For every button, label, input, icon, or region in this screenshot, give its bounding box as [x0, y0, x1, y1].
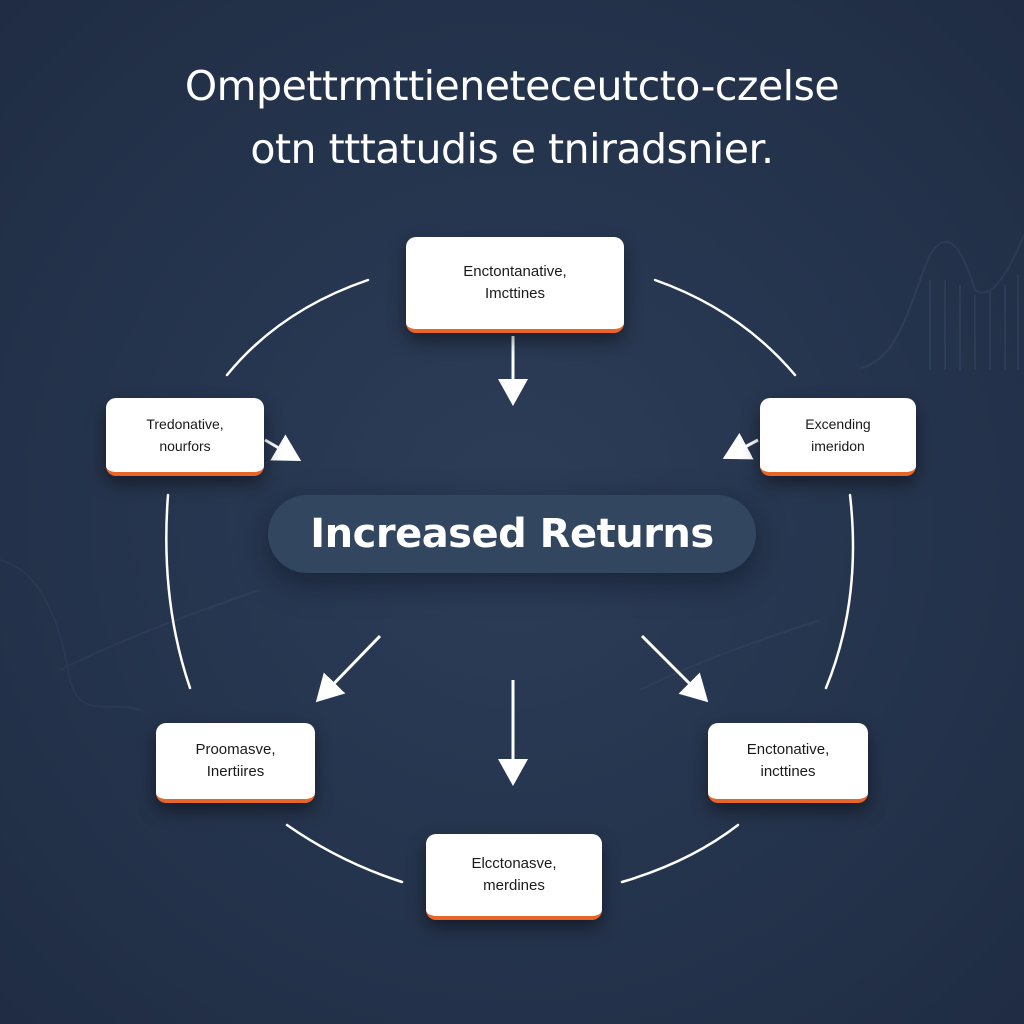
node-bottom-left-line2: Inertiires [206, 763, 265, 780]
node-right-line1: Excending [805, 416, 871, 432]
node-left[interactable]: Tredonative, nourfors [106, 398, 264, 476]
cycle-arcs [165, 278, 855, 884]
node-right[interactable]: Excending imeridon [760, 398, 916, 476]
node-bottom-right-line1: Enctonative, [746, 741, 830, 758]
title-line-1: Ompettrmttieneteceutcto-czelse [184, 62, 840, 110]
node-left-line2: nourfors [159, 438, 211, 454]
node-bottom-right[interactable]: Enctonative, incttines [708, 723, 868, 803]
flow-arrows [264, 336, 759, 786]
node-top[interactable]: Enctontanative, Imcttines [406, 237, 624, 333]
node-bottom-left[interactable]: Proomasve, Inertiires [156, 723, 315, 803]
node-bottom-right-line2: incttines [760, 763, 816, 780]
node-bottom-line1: Elcctonasve, [471, 855, 557, 872]
node-top-line2: Imcttines [484, 285, 545, 302]
node-top-line1: Enctontanative, [463, 263, 567, 280]
node-bottom-left-line1: Proomasve, [195, 741, 276, 758]
node-bottom-line2: merdines [483, 877, 545, 894]
background-chart-decoration [859, 234, 1024, 370]
node-left-line1: Tredonative, [146, 416, 224, 432]
center-label-increased-returns: Increased Returns [268, 495, 756, 573]
title-line-2: otn tttatudis e tniradsnier. [250, 125, 774, 173]
background-map-decoration [0, 559, 821, 711]
node-right-line2: imeridon [811, 438, 865, 454]
diagram-title: Ompettrmttieneteceutcto-czelse otn tttat… [0, 55, 1024, 181]
node-bottom[interactable]: Elcctonasve, merdines [426, 834, 602, 920]
